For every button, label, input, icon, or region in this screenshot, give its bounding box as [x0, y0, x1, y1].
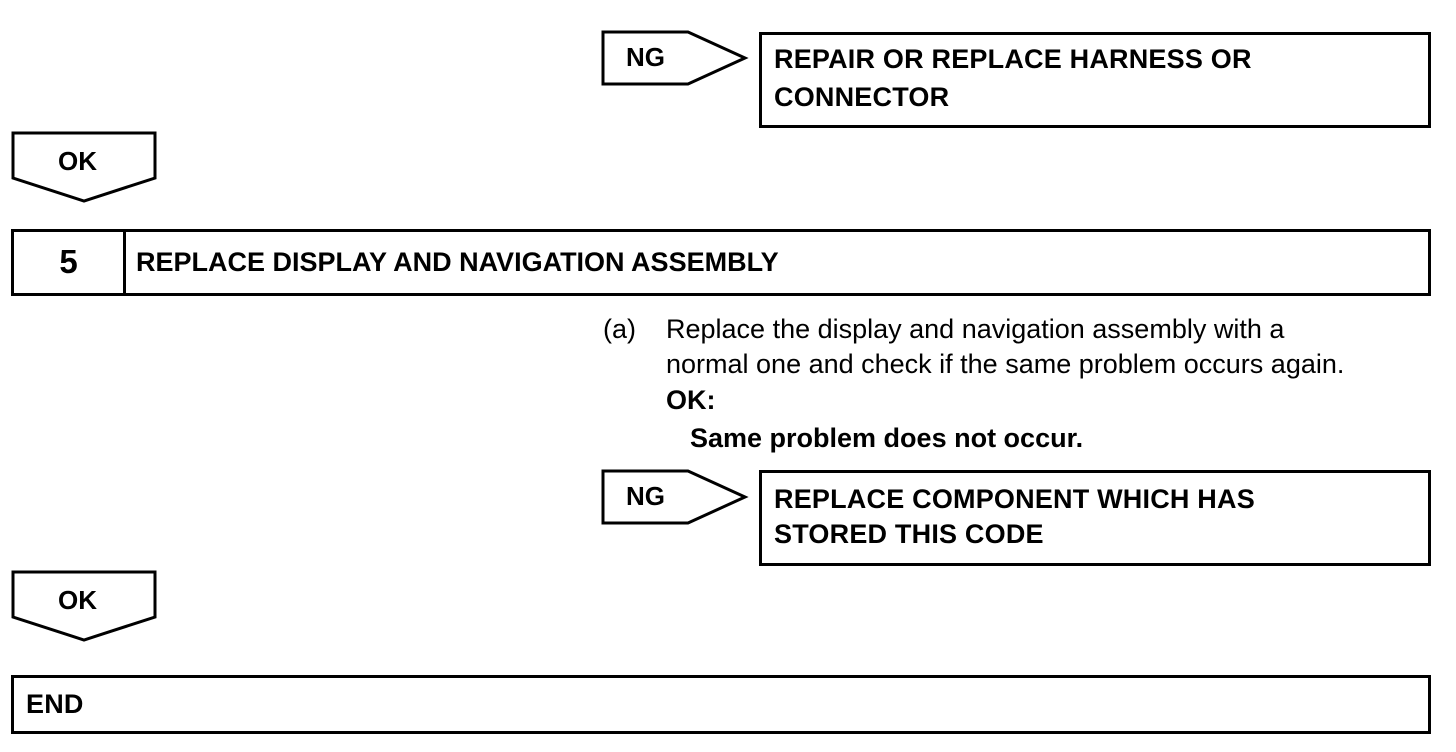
ng-label-2: NG: [626, 481, 665, 511]
step-5-header: 5 REPLACE DISPLAY AND NAVIGATION ASSEMBL…: [11, 229, 1431, 296]
ng-result-box-2: REPLACE COMPONENT WHICH HAS STORED THIS …: [759, 470, 1431, 566]
ok-label-2: OK: [58, 585, 97, 615]
ng-result-line-2b: STORED THIS CODE: [774, 519, 1044, 549]
step-number-cell: 5: [14, 232, 126, 293]
ng-result-line-1a: REPAIR OR REPLACE HARNESS OR: [774, 44, 1252, 74]
ng-result-box-1: REPAIR OR REPLACE HARNESS OR CONNECTOR: [759, 32, 1431, 128]
ng-label-1: NG: [626, 42, 665, 72]
instruction-line-2: normal one and check if the same problem…: [666, 349, 1345, 379]
ok-heading: OK:: [666, 385, 716, 415]
ok-label-1: OK: [58, 146, 97, 176]
ng-result-line-2a: REPLACE COMPONENT WHICH HAS: [774, 484, 1255, 514]
step-number: 5: [59, 243, 78, 280]
step-title: REPLACE DISPLAY AND NAVIGATION ASSEMBLY: [136, 247, 779, 277]
ng-result-line-1b: CONNECTOR: [774, 82, 950, 112]
end-label: END: [26, 689, 84, 719]
instruction-line-1: Replace the display and navigation assem…: [666, 314, 1285, 344]
instruction-marker: (a): [603, 314, 636, 344]
ok-condition: Same problem does not occur.: [690, 423, 1084, 453]
end-box: END: [11, 675, 1431, 734]
